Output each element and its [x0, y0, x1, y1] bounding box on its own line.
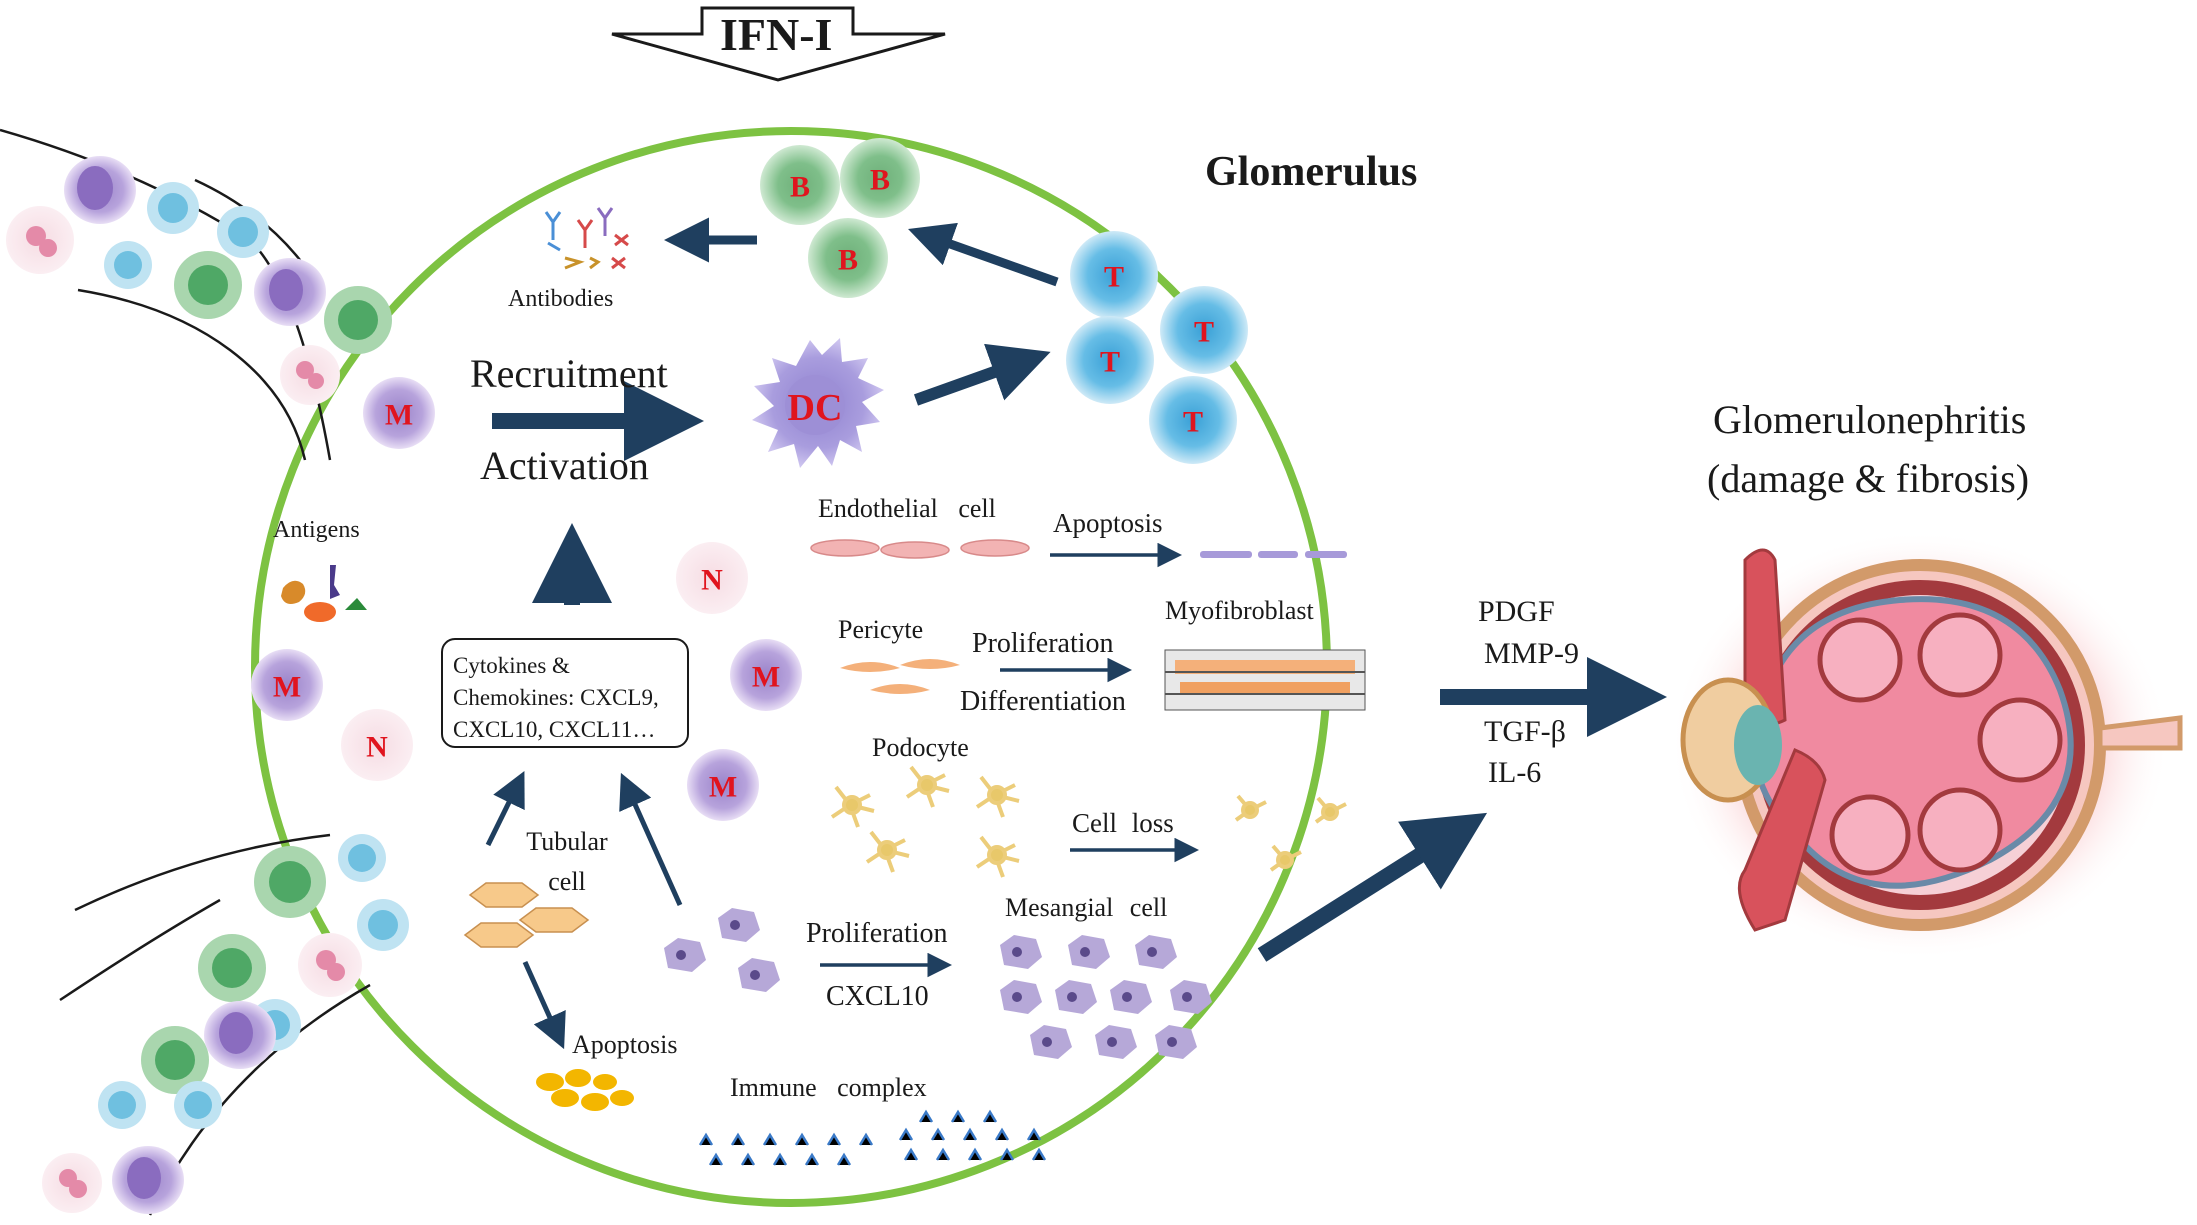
vessel-cells-bottom	[42, 834, 409, 1214]
arrow-dc-to-t	[913, 343, 1051, 406]
antigens-icon	[281, 565, 367, 622]
glomerulus-title: Glomerulus	[1205, 149, 1418, 195]
apoptosis-endothelial-label: Apoptosis	[1053, 508, 1163, 538]
pericyte-cells	[840, 659, 960, 694]
m-cell-letter-2: M	[273, 671, 301, 704]
apoptotic-endothelial	[1200, 551, 1347, 558]
ifn-label: IFN-I	[720, 9, 833, 60]
endothelial-label: Endothelial cell	[818, 494, 996, 523]
proliferation-label: Proliferation	[972, 628, 1114, 659]
pericyte-label: Pericyte	[838, 615, 924, 644]
podocyte-label: Podocyte	[872, 733, 969, 762]
antigens-label: Antigens	[273, 517, 360, 543]
mesangial-label: Mesangial cell	[1005, 893, 1168, 922]
n-cell-letter-1: N	[701, 564, 723, 597]
dc-cell-letter: DC	[788, 387, 843, 429]
ifn-arrow	[611, 6, 946, 82]
macrophage-cells	[251, 377, 802, 821]
tubular-cells	[463, 882, 590, 948]
m-cell-letter-4: M	[709, 771, 737, 804]
m-cell-letter-1: M	[385, 399, 413, 432]
m-cell-letter-3: M	[752, 661, 780, 694]
apoptosis-tubular-label: Apoptosis	[572, 1030, 678, 1059]
endothelial-cells	[810, 539, 1030, 559]
flow-arrows	[485, 217, 1667, 1050]
t-cell-letter-3: T	[1100, 346, 1120, 379]
outcome-title: Glomerulonephritis	[1713, 397, 2027, 442]
tubular-cell-label: Tubular cell	[526, 827, 608, 896]
b-cells	[760, 138, 920, 298]
myofibroblast-label: Myofibroblast	[1165, 596, 1314, 625]
vessel-cells-top	[6, 156, 392, 405]
arrow-tubular-to-cytokines	[485, 771, 525, 847]
t-cell-letter-4: T	[1183, 406, 1203, 439]
immune-complex-label: Immune complex	[730, 1073, 927, 1102]
arrow-mesangial-to-factors	[1257, 812, 1488, 962]
arrow-mesangial-to-cytokines	[619, 772, 683, 907]
factor-tgfb: TGF-β	[1484, 715, 1566, 748]
antibodies-icon	[544, 207, 629, 270]
t-cells	[1066, 231, 1248, 464]
apoptotic-bodies	[536, 1069, 634, 1111]
t-cell-letter-2: T	[1194, 316, 1214, 349]
b-cell-letter-3: B	[838, 244, 858, 277]
cell-loss-label: Cell loss	[1072, 808, 1174, 838]
b-cell-letter-1: B	[790, 171, 810, 204]
recruitment-label: Recruitment	[470, 351, 668, 396]
cxcl10-label: CXCL10	[826, 981, 929, 1012]
cytokines-box: Cytokines & Chemokines: CXCL9, CXCL10, C…	[441, 638, 689, 748]
myofibroblast-cells	[1164, 649, 1366, 711]
factor-pdgf: PDGF	[1478, 595, 1555, 628]
mesangial-cells-right	[1000, 935, 1212, 1059]
neutrophil-cells	[341, 542, 748, 781]
t-cell-letter-1: T	[1104, 261, 1124, 294]
n-cell-letter-2: N	[366, 731, 388, 764]
cell-letters: B B B T T T T DC M M M M N N	[273, 164, 1214, 804]
outcome-subtitle: (damage & fibrosis)	[1707, 456, 2030, 501]
arrow-tubular-apoptosis	[522, 960, 566, 1050]
differentiation-label: Differentiation	[960, 686, 1126, 717]
arrow-t-to-b	[908, 222, 1059, 287]
antibodies-label: Antibodies	[508, 286, 614, 312]
immune-complexes	[698, 1109, 1047, 1166]
mesangial-cells-left	[664, 908, 780, 992]
kidney-illustration	[1670, 530, 2183, 960]
factor-il6: IL-6	[1488, 756, 1542, 789]
factor-mmp9: MMP-9	[1484, 637, 1580, 670]
podocyte-cells	[830, 765, 1347, 878]
b-cell-letter-2: B	[870, 164, 890, 197]
activation-label: Activation	[480, 443, 649, 488]
dendritic-cell	[752, 338, 884, 468]
proliferation-mesangial-label: Proliferation	[806, 918, 948, 949]
